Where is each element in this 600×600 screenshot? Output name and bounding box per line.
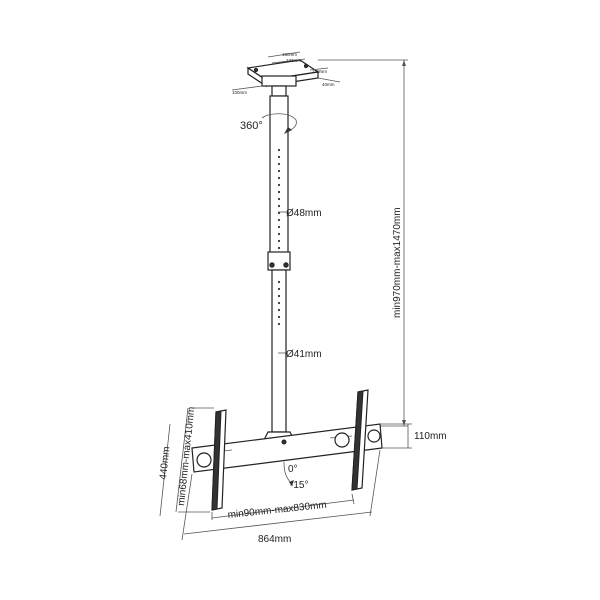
horizontal-span-label: min90mm-max830mm [227,500,327,521]
pole-hole [277,176,281,180]
overall-width-dimension [181,449,381,541]
height-range-label: min970mm-max1470mm [392,207,403,318]
tilt-zero-label: 0° [288,464,298,475]
lower-pole-diameter-label: Ø41mm [286,349,322,360]
pole-hole [277,294,281,298]
depth-dimension [380,423,412,449]
pole-hole [277,322,281,326]
pole-hole [277,190,281,194]
pole-clamp [267,251,291,271]
horizontal-span-dimension [211,493,355,520]
pole-hole [277,280,281,284]
rotation-arrow-icon [261,113,297,134]
pole-hole [277,246,281,250]
ceiling-plate-dimensions [231,51,341,91]
wall-depth-label: 110mm [414,431,447,442]
ceiling-plate-w1-label: 160mm [282,52,297,57]
pole-hole [277,218,281,222]
pole-hole [277,148,281,152]
ceiling-plate-d3-label: 100mm [232,90,247,95]
rotation-label: 360° [240,120,263,132]
pole-hole [277,183,281,187]
pole-hole [277,301,281,305]
upper-pole [269,95,289,257]
upper-pole-diameter-label: Ø48mm [286,208,322,219]
overall-width-label: 864mm [258,534,291,545]
plate-height-dimension [159,423,171,517]
pole-hole [277,239,281,243]
plate-height-label: 440mm [158,446,172,480]
pole-hole [277,197,281,201]
tilt-minus-label: -15° [290,480,308,491]
ceiling-plate-d1-label: 130mm [312,69,327,74]
ceiling-plate [246,59,320,97]
pole-hole [277,155,281,159]
pole-hole [277,204,281,208]
pole-hole [277,211,281,215]
vertical-span-dimension [175,407,214,513]
pole-hole [277,315,281,319]
pole-hole [277,287,281,291]
tv-bracket [191,389,383,511]
pole-hole [277,225,281,229]
pole-hole [277,169,281,173]
ceiling-plate-w2-label: 133mm [286,58,301,63]
pole-hole [277,308,281,312]
pole-hole [277,162,281,166]
lower-pole [271,269,287,433]
pole-hole [277,232,281,236]
ceiling-plate-d2-label: 40mm [322,82,335,87]
height-dimension [318,59,408,427]
tilt-arrow-icon [283,461,294,486]
